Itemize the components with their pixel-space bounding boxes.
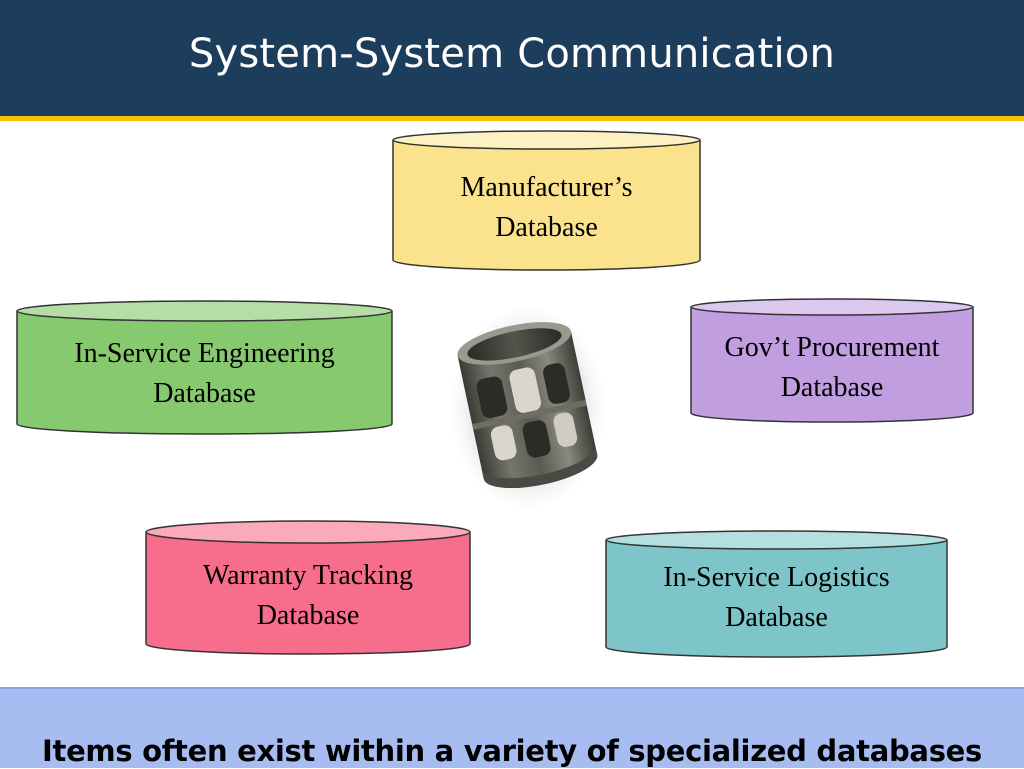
database-warranty-tracking: Warranty Tracking Database [145,520,471,656]
database-label-line1: In-Service Engineering [74,338,335,369]
database-label-line1: In-Service Logistics [663,562,890,593]
database-label-line1: Gov’t Procurement [724,332,940,363]
database-govt-procurement: Gov’t Procurement Database [690,298,974,424]
database-label-line2: Database [725,602,828,633]
slide-title: System-System Communication [188,31,836,77]
database-label-line2: Database [780,372,884,403]
database-label-line2: Database [495,212,598,243]
database-label-line1: Manufacturer’s [460,172,633,203]
database-label-line2: Database [153,378,256,409]
database-label-line2: Database [256,600,360,631]
title-bar: System-System Communication [0,0,1024,121]
database-in-service-logistics: In-Service Logistics Database [605,530,948,658]
cylinder-icon [690,298,974,423]
database-in-service-engineering: In-Service Engineering Database [16,300,393,436]
cylinder-icon [392,130,701,271]
cylinder-icon [145,520,471,655]
summary-text: Items often exist within a variety of sp… [42,734,982,768]
cylinder-icon [16,300,393,435]
database-label-line1: Warranty Tracking [202,560,414,591]
cylinder-icon [605,530,948,658]
summary-banner: Items often exist within a variety of sp… [0,687,1024,768]
machined-part-image [452,308,604,508]
database-manufacturer: Manufacturer’s Database [392,130,701,272]
